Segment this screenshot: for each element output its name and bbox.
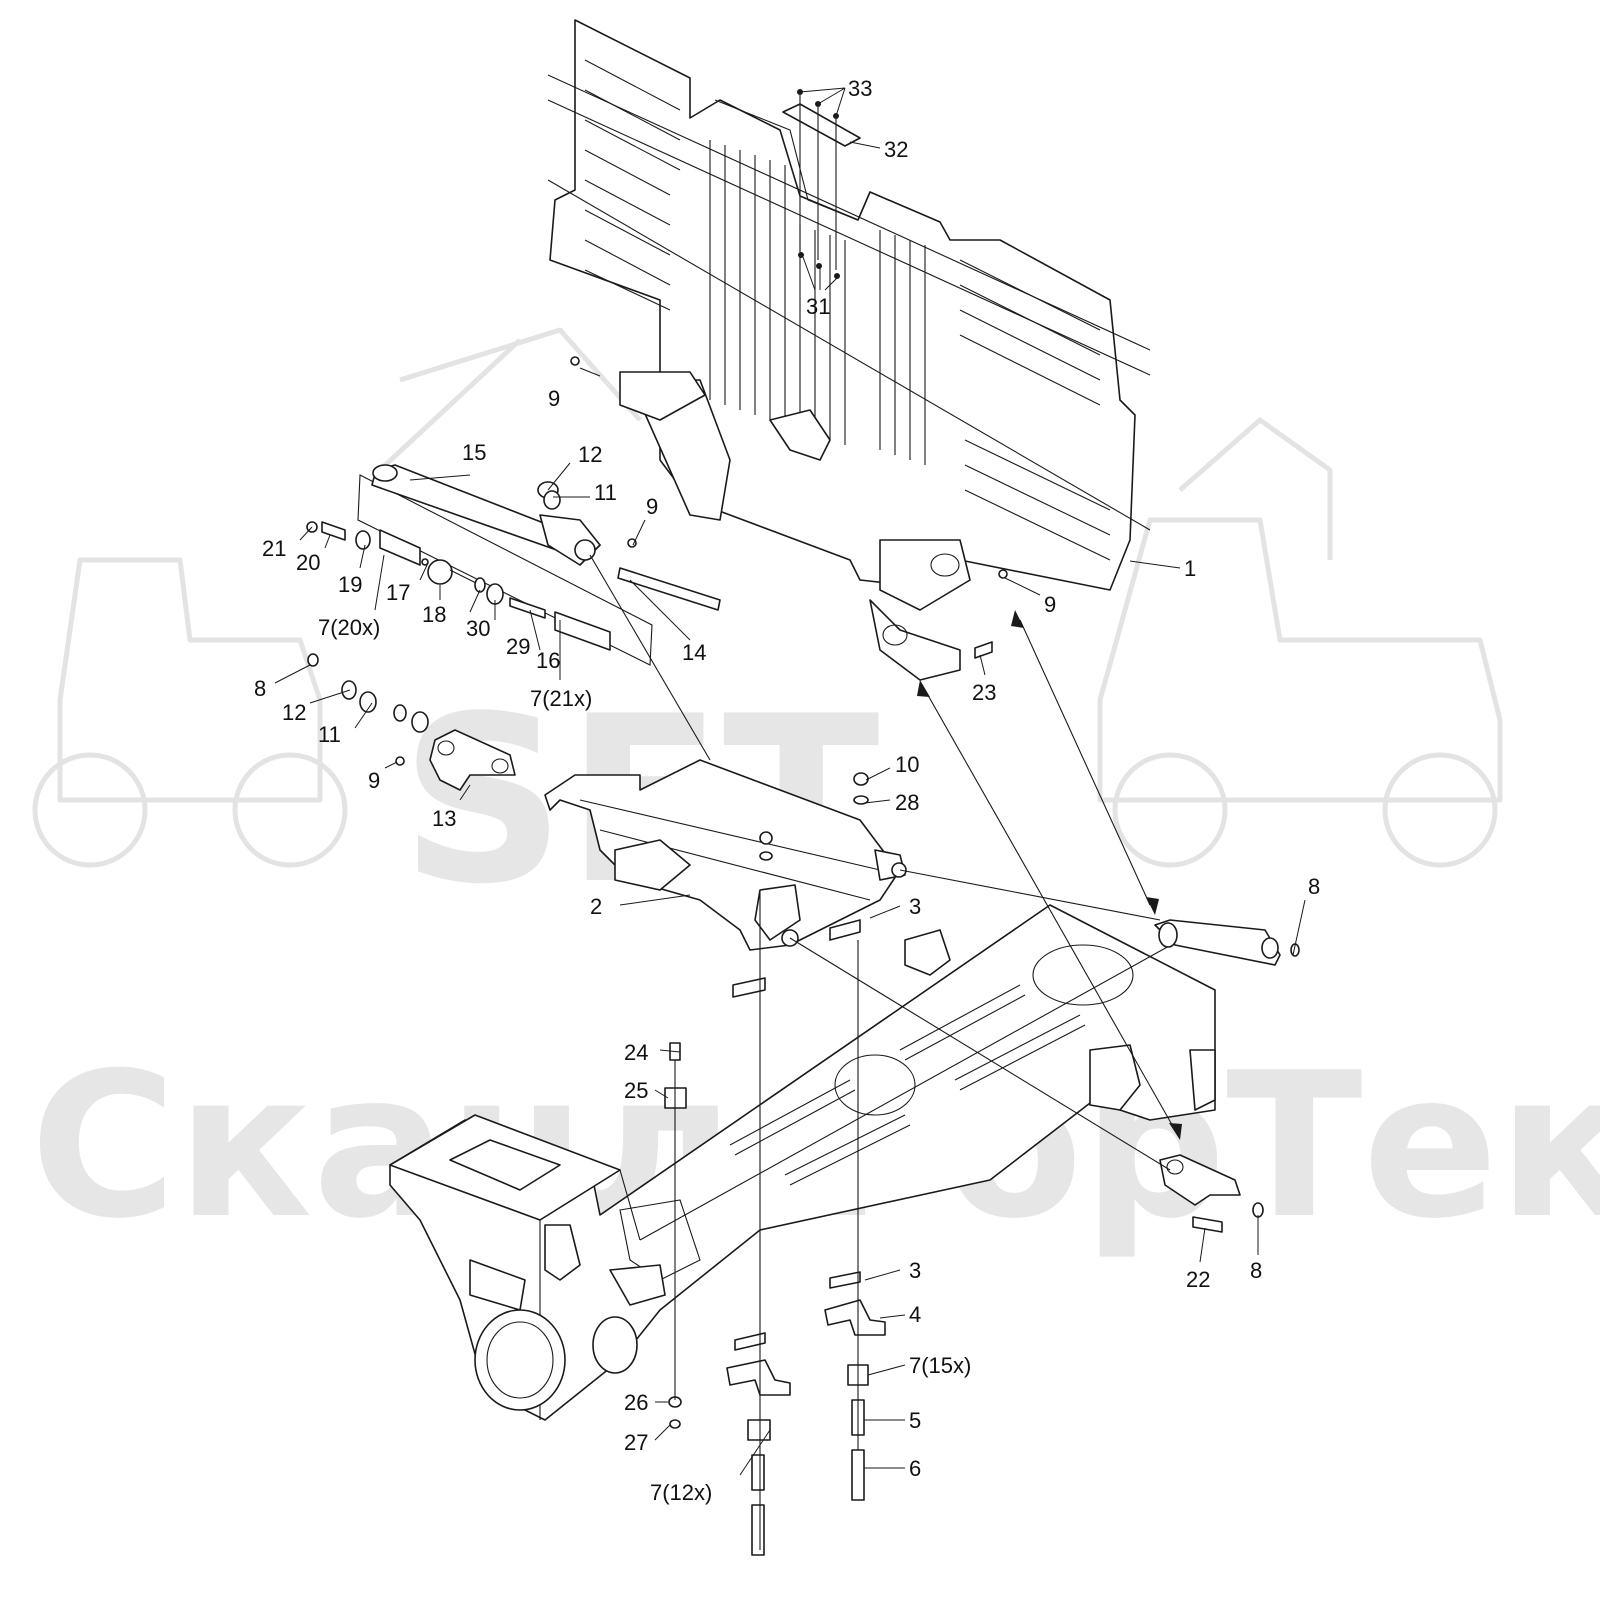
callout-7-20x: 7(20x) [318, 615, 380, 640]
callout-8-left: 8 [254, 676, 266, 701]
front-grille-frame [547, 19, 1151, 681]
callout-17: 17 [386, 580, 410, 605]
main-chassis-frame [389, 904, 1216, 1421]
callout-10: 10 [895, 752, 919, 777]
callout-22: 22 [1186, 1267, 1210, 1292]
callout-7-21x: 7(21x) [530, 686, 592, 711]
callout-11-lower: 11 [318, 722, 341, 747]
callout-31: 31 [806, 294, 830, 319]
callout-9-top: 9 [548, 386, 560, 411]
callout-12-lower: 12 [282, 700, 306, 725]
callout-16: 16 [536, 648, 560, 673]
callout-6: 6 [909, 1456, 921, 1481]
callout-9-right: 9 [1044, 592, 1056, 617]
callout-27: 27 [624, 1430, 648, 1455]
callout-11-upper: 11 [594, 480, 617, 505]
callout-8-right-lower: 8 [1250, 1258, 1262, 1283]
callout-32: 32 [884, 137, 908, 162]
callout-26: 26 [624, 1390, 648, 1415]
callout-3-upper: 3 [909, 894, 921, 919]
callout-19: 19 [338, 572, 362, 597]
callout-30: 30 [466, 616, 490, 641]
callout-29: 29 [506, 634, 530, 659]
callout-8-right-upper: 8 [1308, 874, 1320, 899]
callout-21: 21 [262, 536, 286, 561]
callout-9-left: 9 [368, 768, 380, 793]
callout-20: 20 [296, 550, 320, 575]
callout-labels: 1 2 3 3 4 5 6 7(12x) 7(15x) 7(20x) 7(21x… [254, 76, 1320, 1505]
callout-leaders [274, 87, 1306, 1476]
right-link-set [1154, 919, 1300, 1233]
callout-7-12x: 7(12x) [650, 1480, 712, 1505]
callout-33: 33 [848, 76, 872, 101]
callout-25: 25 [624, 1078, 648, 1103]
callout-23: 23 [972, 680, 996, 705]
callout-2: 2 [590, 894, 602, 919]
callout-7-15x: 7(15x) [909, 1353, 971, 1378]
callout-14: 14 [682, 640, 706, 665]
pads-and-pins [664, 890, 886, 1556]
callout-1: 1 [1184, 556, 1196, 581]
callout-4: 4 [909, 1302, 921, 1327]
callout-24: 24 [624, 1040, 648, 1065]
callout-18: 18 [422, 602, 446, 627]
callout-15: 15 [462, 440, 486, 465]
callout-5: 5 [909, 1408, 921, 1433]
callout-3-lower: 3 [909, 1258, 921, 1283]
callout-28: 28 [895, 790, 919, 815]
callout-13: 13 [432, 806, 456, 831]
callout-9-middle: 9 [646, 494, 658, 519]
center-carrier [544, 759, 907, 951]
left-link-set [307, 653, 516, 791]
assembly-arrows [589, 554, 1182, 1171]
callout-12-upper: 12 [578, 442, 602, 467]
pivot-tube-assembly [306, 356, 1008, 666]
